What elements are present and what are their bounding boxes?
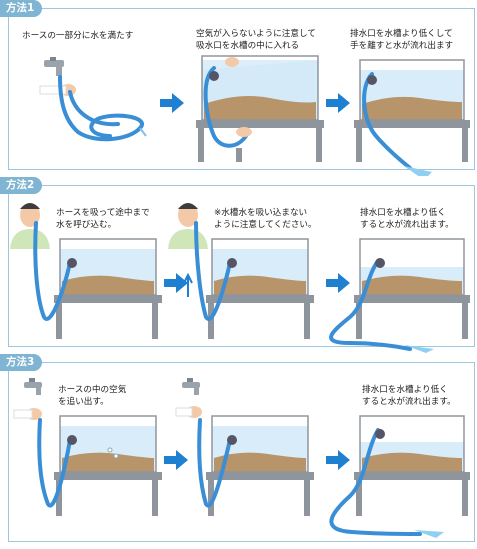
water-drip <box>139 127 147 137</box>
aquarium-tank <box>54 415 162 516</box>
person-icon <box>10 203 50 249</box>
method-1-step-1-caption: ホースの一部分に水を満たす <box>22 31 134 41</box>
water-up-arrow-icon <box>183 272 193 297</box>
method-3-tab: 方法3 <box>0 354 43 371</box>
hose <box>37 418 72 508</box>
air-bubble <box>107 447 113 453</box>
method-2-step-1-caption: ホースを吸って途中まで 水を呼び込む。 <box>56 208 150 230</box>
method-2-section: 方法2 ホースを吸って途中まで 水を呼び込む。 ※水槽水を吸い込まない ように注… <box>0 177 477 353</box>
aquarium-tank <box>354 415 470 516</box>
method-3-illustrations <box>13 378 470 538</box>
faucet-icon <box>44 57 64 76</box>
next-step-arrow-icon <box>326 450 350 470</box>
hose-intake <box>367 75 377 85</box>
method-2-step-2-caption: ※水槽水を吸い込まない ように注意してください。 <box>214 208 317 230</box>
next-step-arrow-icon <box>326 273 350 293</box>
hose-intake <box>375 429 385 439</box>
hose <box>33 221 72 321</box>
method-3-section: 方法3 ホースの中の空気 を追い出す。 排水口を水槽より低く すると水が流れ出ま… <box>0 354 477 549</box>
next-step-arrow-icon <box>164 273 188 293</box>
faucet-icon <box>182 378 200 395</box>
hose <box>362 72 412 170</box>
aquarium-tank <box>354 238 470 339</box>
hose <box>194 221 232 321</box>
aquarium-tank <box>54 238 162 339</box>
hand-icon <box>225 57 239 67</box>
method-1-tab: 方法1 <box>0 0 43 17</box>
method-1-step-3-caption: 排水口を水槽より低くして 手を離すと水が流れ出ます <box>350 29 454 51</box>
aquarium-tank <box>354 59 470 162</box>
aquarium-tank <box>196 55 324 162</box>
hose <box>203 66 248 148</box>
hand-icon <box>175 406 202 418</box>
method-1-illustrations <box>39 55 470 176</box>
water-outflow <box>404 166 432 176</box>
hand-icon <box>236 127 252 137</box>
hand-icon <box>13 408 42 420</box>
faucet-icon <box>24 378 42 395</box>
hose-intake <box>67 435 77 445</box>
next-step-arrow-icon <box>326 93 350 113</box>
method-2-tab: 方法2 <box>0 177 43 194</box>
person-icon <box>168 203 208 249</box>
method-2-illustrations <box>10 203 470 353</box>
hose <box>329 259 412 351</box>
method-2-step-3-caption: 排水口を水槽より低く すると水が流れ出ます。 <box>360 208 454 230</box>
method-3-step-1-caption: ホースの中の空気 を追い出す。 <box>58 385 127 407</box>
water-outflow <box>414 530 444 538</box>
method-1-step-2-caption: 空気が入らないように注意して 吸水口を水槽の中に入れる <box>196 29 316 51</box>
hose-intake <box>209 71 219 81</box>
hose <box>329 428 422 536</box>
hose-intake <box>67 258 77 268</box>
hose-intake <box>375 258 385 268</box>
hose-intake <box>227 435 237 445</box>
next-step-arrow-icon <box>160 93 184 113</box>
next-step-arrow-icon <box>164 450 188 470</box>
air-bubble <box>113 453 119 459</box>
hose <box>197 418 232 508</box>
method-3-step-3-caption: 排水口を水槽より低く すると水が流れ出ます。 <box>362 385 456 407</box>
method-1-section: 方法1 ホースの一部分に水を満たす 空気が入らないように注意して 吸水口を水槽の… <box>0 0 477 176</box>
water-outflow <box>404 345 434 353</box>
hose-intake <box>227 258 237 268</box>
